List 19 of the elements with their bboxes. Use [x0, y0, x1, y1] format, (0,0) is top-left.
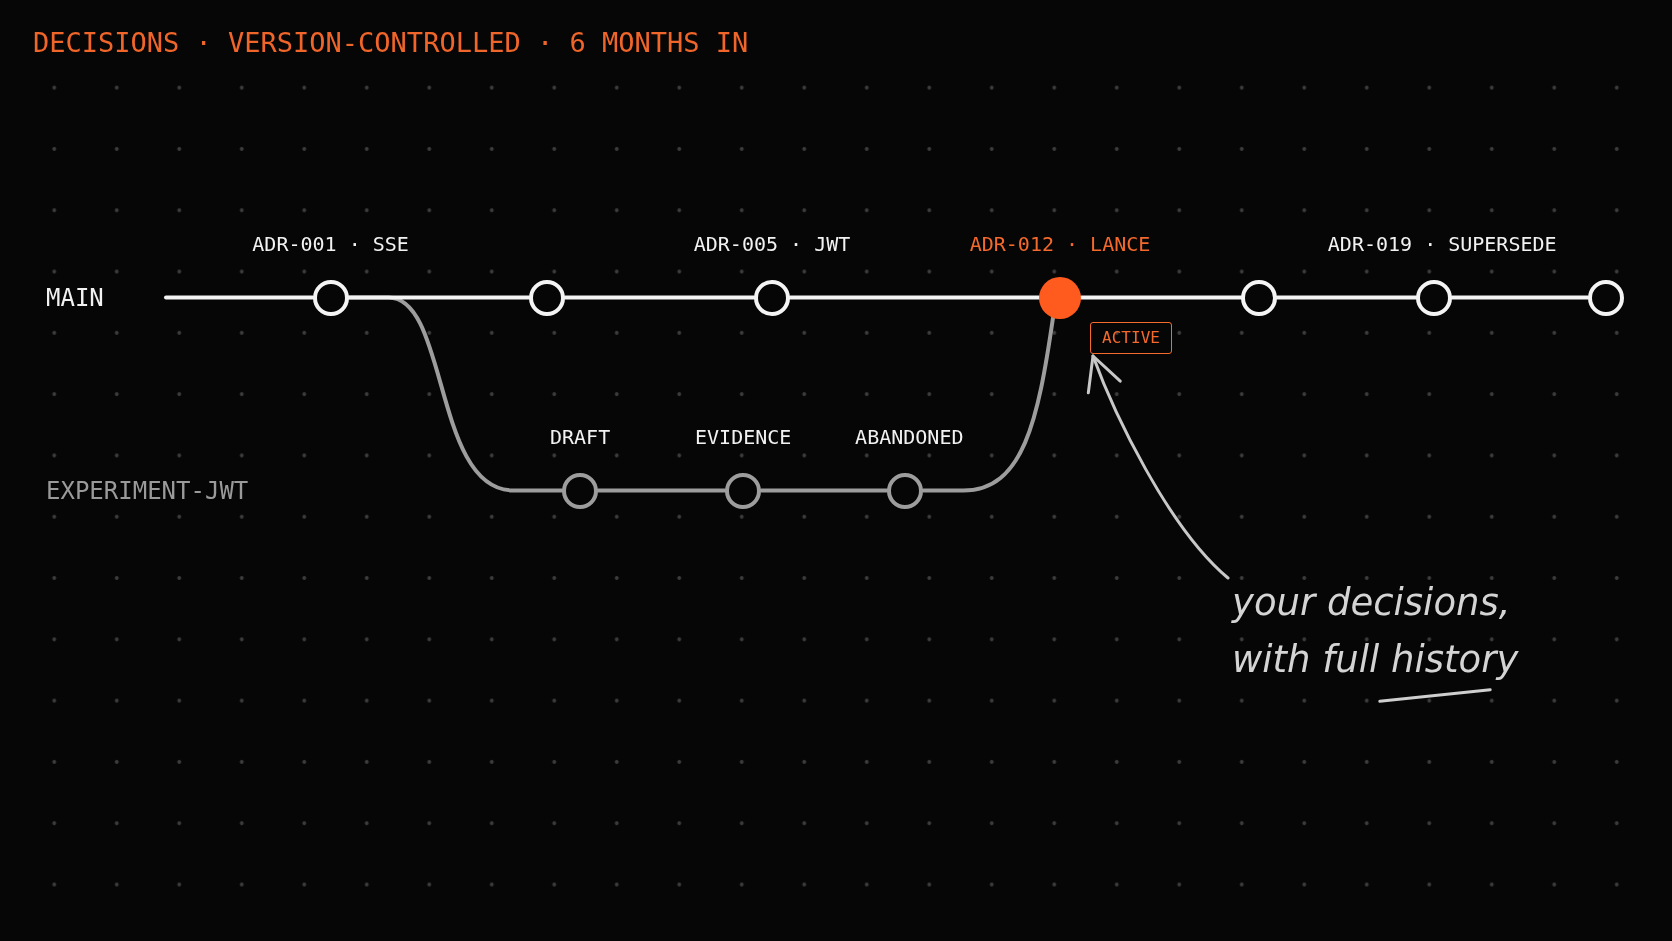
commit-label: ADR-005 · JWT — [693, 231, 851, 256]
branch-line — [563, 295, 756, 300]
commit-circle — [1587, 279, 1624, 316]
branch-name: EXPERIMENT-JWT — [46, 476, 249, 505]
branch-line — [1450, 295, 1590, 300]
curved-arrow — [1087, 354, 1230, 580]
commit-label: ADR-001 · SSE — [252, 231, 409, 256]
commit-label: ADR-012 · LANCE — [969, 231, 1151, 256]
branch-name: MAIN — [46, 283, 104, 312]
commit-label: ABANDONED — [855, 424, 964, 449]
commit-circle — [529, 279, 565, 316]
handwritten-note: your decisions, with full history — [1232, 574, 1532, 704]
title: DECISIONS · VERSION-CONTROLLED · 6 MONTHS IN — [33, 28, 749, 58]
commit-circle — [1241, 279, 1278, 316]
status-tag: ACTIVE — [1090, 322, 1172, 354]
commit-label: ADR-019 · SUPERSEDE — [1327, 231, 1557, 256]
commit-label: EVIDENCE — [695, 424, 792, 449]
commit-label: DRAFT — [550, 424, 611, 449]
branch-line — [788, 295, 1041, 300]
